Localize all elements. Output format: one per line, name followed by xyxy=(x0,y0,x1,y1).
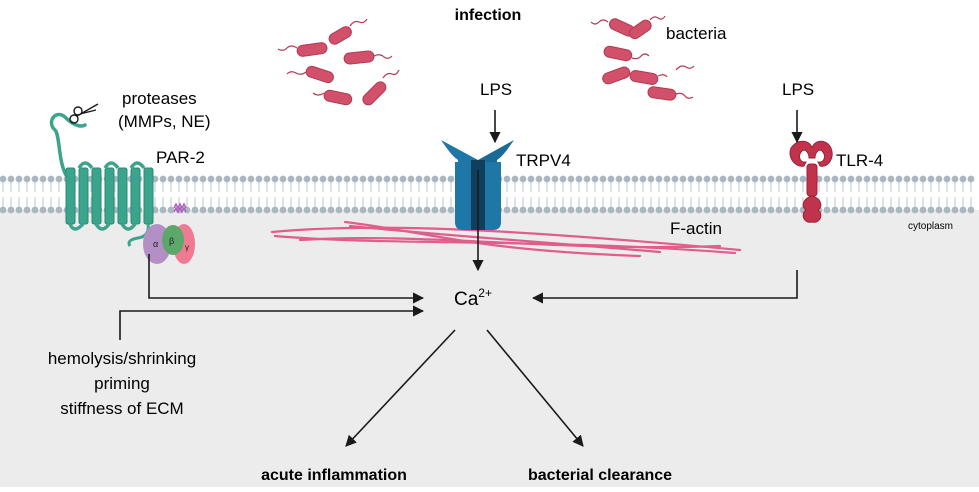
bacteria-cluster-left xyxy=(296,26,387,106)
lps-label-right: LPS xyxy=(782,80,814,99)
calcium-charge: 2+ xyxy=(478,286,492,300)
proteases-examples-label: (MMPs, NE) xyxy=(118,112,211,131)
bacteria-flagella-right xyxy=(590,15,695,99)
tlr4-ca-arrow xyxy=(531,270,798,304)
tlr4-receptor xyxy=(789,140,833,223)
calcium-base: Ca xyxy=(454,289,479,310)
tlr4-label: TLR-4 xyxy=(836,151,883,170)
g-beta-label: β xyxy=(169,236,174,246)
lps-label-left: LPS xyxy=(480,80,512,99)
stimuli-line1: hemolysis/shrinking xyxy=(48,349,196,368)
bacteria-label: bacteria xyxy=(666,24,727,43)
stimuli-line3: stiffness of ECM xyxy=(60,399,183,418)
par2-ca-arrow xyxy=(148,254,425,304)
stimuli-line2: priming xyxy=(94,374,150,393)
outcome-bacterial-clearance: bacterial clearance xyxy=(528,467,672,484)
g-protein xyxy=(143,202,195,264)
trpv4-channel xyxy=(441,140,514,230)
ca-clearance-arrow xyxy=(486,329,584,447)
bacteria-flagella-left xyxy=(277,18,400,96)
cell-membrane xyxy=(0,175,975,214)
par2-receptor xyxy=(49,112,154,247)
scissors-icon xyxy=(69,103,99,124)
par2-label: PAR-2 xyxy=(156,148,205,167)
f-actin-label: F-actin xyxy=(670,219,722,238)
f-actin-filaments xyxy=(270,220,742,258)
cytoplasm-label: cytoplasm xyxy=(908,221,953,232)
trpv4-label: TRPV4 xyxy=(516,151,571,170)
arrows xyxy=(119,110,803,447)
g-alpha-label: α xyxy=(153,239,158,249)
proteases-label: proteases xyxy=(122,89,197,108)
bacteria-cluster-right xyxy=(602,18,677,101)
g-gamma-label: γ xyxy=(185,243,189,252)
calcium-label: Ca2+ xyxy=(454,286,492,310)
ca-inflammation-arrow xyxy=(345,329,456,447)
stimuli-ca-arrow xyxy=(119,305,425,340)
infection-label: infection xyxy=(455,7,522,24)
outcome-acute-inflammation: acute inflammation xyxy=(261,467,407,484)
